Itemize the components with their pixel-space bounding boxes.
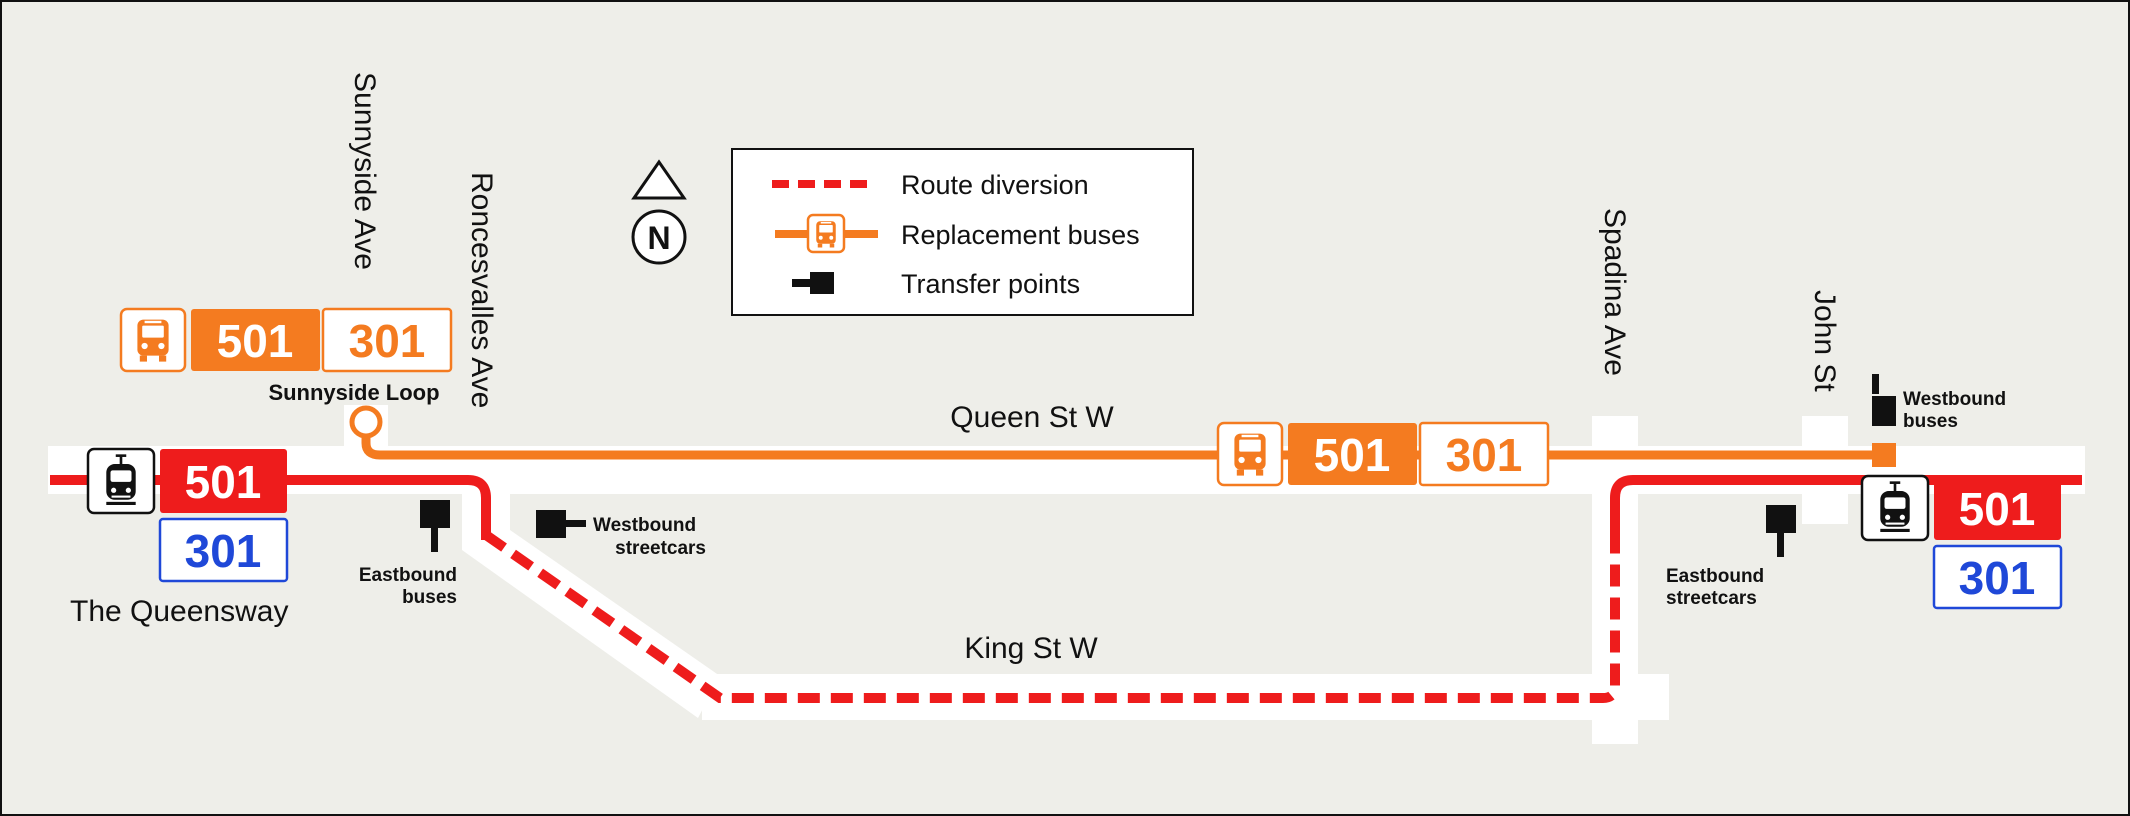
street-name-sunnyside: Sunnyside Ave bbox=[348, 72, 381, 270]
replacement-bus-terminus bbox=[1872, 443, 1896, 467]
eastbound-streetcars-label: streetcars bbox=[1666, 588, 1757, 609]
bus-icon bbox=[1234, 433, 1266, 476]
eastbound-buses-label: Eastbound bbox=[359, 565, 457, 586]
street-name-john: John St bbox=[1808, 290, 1841, 392]
transfer-points bbox=[420, 374, 1896, 557]
bus-icon bbox=[137, 319, 169, 362]
legend-replacement-buses-label: Replacement buses bbox=[901, 220, 1140, 250]
route-badge-301-label: 301 bbox=[185, 525, 262, 577]
eastbound-streetcars-label: Eastbound bbox=[1666, 566, 1764, 587]
route-badge-501 bbox=[1288, 423, 1417, 485]
route-badge-301 bbox=[1932, 544, 2063, 610]
street-name-roncesvalles: Roncesvalles Ave bbox=[465, 172, 498, 408]
route-badge-501-label: 501 bbox=[217, 315, 294, 367]
route-badge-301-label: 301 bbox=[1446, 429, 1523, 481]
route-badge-501 bbox=[191, 309, 320, 371]
transfer-point-icon bbox=[420, 500, 450, 552]
transfer-point-icon bbox=[1766, 505, 1796, 557]
westbound-buses-label: buses bbox=[1903, 411, 1958, 432]
north-arrow-icon: N bbox=[631, 159, 687, 265]
queen-bus-badges: 501 301 bbox=[1216, 421, 1550, 487]
street-name-queen: Queen St W bbox=[950, 401, 1114, 434]
eastbound-buses-label: buses bbox=[402, 587, 457, 608]
queensway-streetcar-badges: 501 301 bbox=[86, 447, 289, 583]
route-diversion bbox=[483, 530, 1620, 703]
street-name-king: King St W bbox=[964, 632, 1098, 665]
bus-icon bbox=[816, 221, 836, 248]
legend-transfer-points-label: Transfer points bbox=[901, 269, 1080, 299]
street-name-queensway: The Queensway bbox=[70, 595, 288, 628]
route-badge-301-label: 301 bbox=[1959, 552, 2036, 604]
legend-transfer-tail bbox=[792, 279, 812, 287]
street-name-spadina: Spadina Ave bbox=[1598, 208, 1631, 376]
legend-transfer-swatch bbox=[810, 272, 834, 294]
route-badge-501-label: 501 bbox=[1959, 483, 2036, 535]
streetcar-route bbox=[50, 475, 2082, 540]
streetcar-route-west bbox=[50, 475, 491, 540]
route-badge-501 bbox=[1934, 476, 2061, 540]
route-badge-301 bbox=[1418, 421, 1550, 487]
westbound-streetcars-label: Westbound bbox=[593, 515, 696, 536]
route-badge-301 bbox=[321, 307, 453, 373]
route-badge-501 bbox=[160, 449, 287, 513]
transfer-point-icon bbox=[1872, 374, 1896, 426]
sunnyside-bus-badges: 501 301 bbox=[119, 307, 453, 373]
westbound-streetcars-label: streetcars bbox=[615, 538, 706, 559]
sunnyside-loop-label: Sunnyside Loop bbox=[268, 380, 439, 405]
transfer-point-icon bbox=[536, 510, 586, 538]
streetcar-route-east bbox=[1610, 475, 2082, 540]
route-badge-501-label: 501 bbox=[1314, 429, 1391, 481]
route-badge-301 bbox=[158, 517, 289, 583]
john-road bbox=[1802, 416, 1848, 524]
legend: Route diversion Replacement buses Tra bbox=[731, 148, 1194, 316]
route-badge-301-label: 301 bbox=[349, 315, 426, 367]
sunnyside-loop-marker bbox=[349, 405, 383, 439]
north-arrow-label: N bbox=[647, 220, 670, 256]
legend-route-diversion-label: Route diversion bbox=[901, 170, 1089, 200]
route-badge-501-label: 501 bbox=[185, 456, 262, 508]
replacement-bus-route bbox=[361, 435, 1884, 460]
east-streetcar-badges: 501 301 bbox=[1860, 474, 2063, 610]
roncesvalles-king-connector bbox=[462, 494, 720, 718]
westbound-buses-label: Westbound bbox=[1903, 389, 2006, 410]
